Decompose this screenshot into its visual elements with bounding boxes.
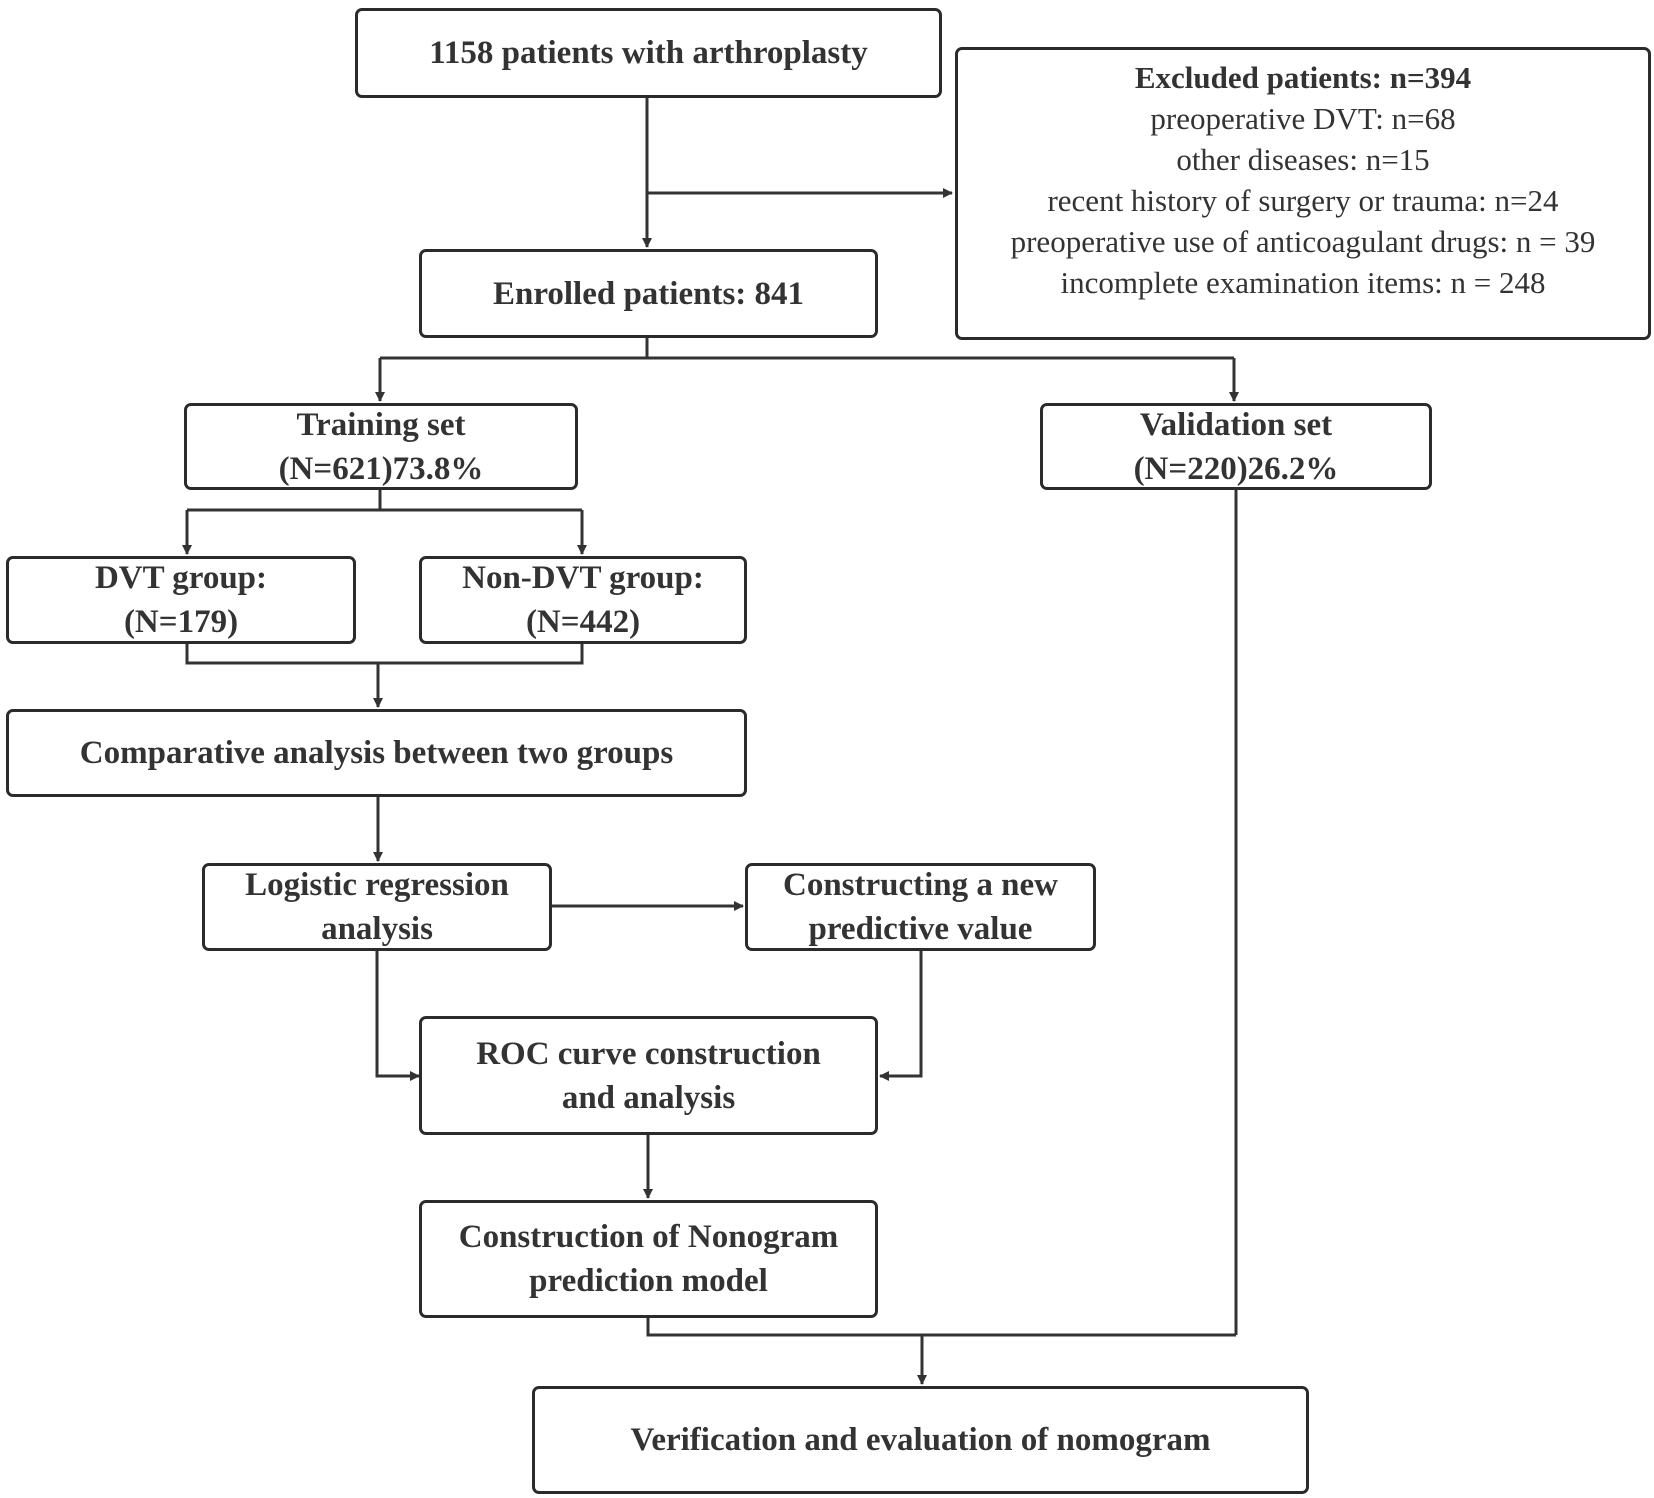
constructing-box: Constructing a new predictive value xyxy=(745,863,1096,951)
verification-label: Verification and evaluation of nomogram xyxy=(630,1422,1211,1458)
training-title: Training set xyxy=(296,406,466,443)
comparative-box: Comparative analysis between two groups xyxy=(6,709,747,797)
excluded-item: preoperative DVT: n=68 xyxy=(1150,101,1456,136)
validation-title: Validation set xyxy=(1139,406,1333,443)
constructing-title: Constructing a new xyxy=(782,867,1058,903)
excluded-item: recent history of surgery or trauma: n=2… xyxy=(1047,183,1559,218)
validation-count: (N=220)26.2% xyxy=(1133,450,1339,487)
excluded-title: Excluded patients: n=394 xyxy=(1134,60,1472,95)
logistic-title: Logistic regression xyxy=(245,867,509,903)
start-label: 1158 patients with arthroplasty xyxy=(429,35,868,71)
start-box: 1158 patients with arthroplasty xyxy=(355,8,942,98)
non-dvt-group-title: Non-DVT group: xyxy=(462,560,704,596)
roc-box: ROC curve construction and analysis xyxy=(419,1016,878,1135)
training-count: (N=621)73.8% xyxy=(278,450,484,487)
dvt-group-box: DVT group: (N=179) xyxy=(6,556,356,644)
nomogram-title: Construction of Nonogram xyxy=(458,1219,839,1255)
excluded-box: Excluded patients: n=394 preoperative DV… xyxy=(955,47,1651,340)
excluded-item: preoperative use of anticoagulant drugs:… xyxy=(1010,224,1596,259)
nomogram-box: Construction of Nonogram prediction mode… xyxy=(419,1200,878,1318)
excluded-item: other diseases: n=15 xyxy=(1176,142,1430,177)
logistic-box: Logistic regression analysis xyxy=(202,863,552,951)
comparative-label: Comparative analysis between two groups xyxy=(79,735,674,771)
nomogram-subtitle: prediction model xyxy=(529,1263,768,1299)
dvt-group-count: (N=179) xyxy=(123,604,239,640)
roc-title: ROC curve construction xyxy=(476,1035,821,1072)
excluded-item: incomplete examination items: n = 248 xyxy=(1060,265,1546,300)
non-dvt-group-box: Non-DVT group: (N=442) xyxy=(419,556,747,644)
arrow-logistic-to-roc xyxy=(375,951,420,1081)
constructing-subtitle: predictive value xyxy=(808,911,1033,947)
arrow-constructing-to-roc xyxy=(879,951,923,1081)
validation-box: Validation set (N=220)26.2% xyxy=(1040,403,1432,490)
roc-subtitle: and analysis xyxy=(561,1079,736,1116)
merge-bar-groups xyxy=(185,644,584,665)
non-dvt-group-count: (N=442) xyxy=(525,604,641,640)
enrolled-label: Enrolled patients: 841 xyxy=(492,275,805,312)
dvt-group-title: DVT group: xyxy=(94,560,268,596)
logistic-subtitle: analysis xyxy=(321,911,433,947)
line-nomogram-merge xyxy=(646,1318,1236,1337)
training-box: Training set (N=621)73.8% xyxy=(184,403,578,490)
verification-box: Verification and evaluation of nomogram xyxy=(532,1386,1309,1494)
enrolled-box: Enrolled patients: 841 xyxy=(419,249,878,338)
